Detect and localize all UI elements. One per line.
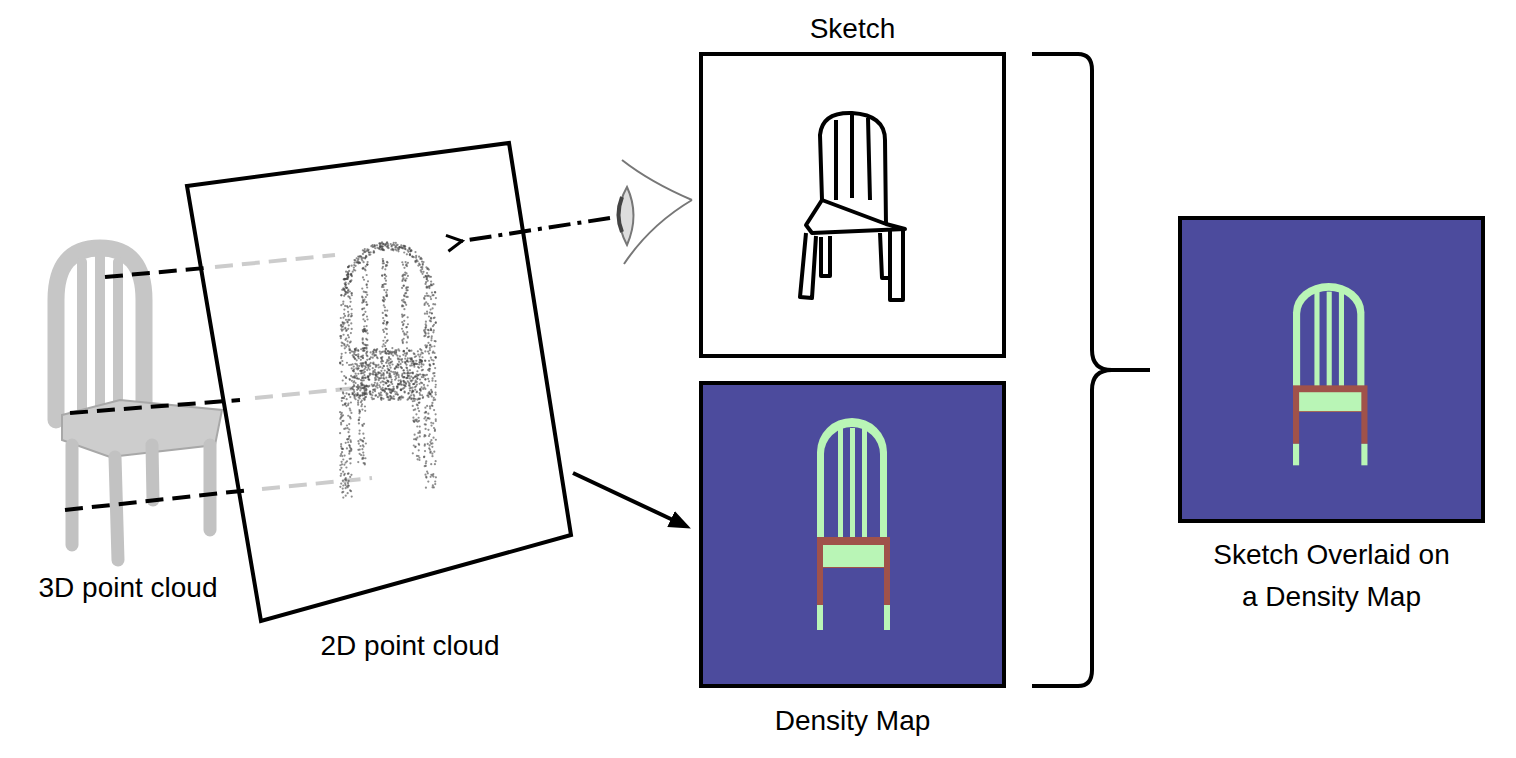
chair-3d [56, 248, 222, 560]
density-chair [817, 418, 890, 630]
density-map-panel: Density Map [699, 381, 1006, 688]
point-cloud-2d [339, 241, 437, 498]
eye-symbol [619, 160, 693, 264]
caption-text: 2D point cloud [218, 630, 602, 662]
overlay-panel: Sketch Overlaid on a Density Map [1178, 216, 1485, 523]
figure-label: 3D point cloud [0, 572, 278, 604]
sketch-chair [800, 113, 905, 300]
projection-arrow [573, 473, 673, 520]
plane-outline [187, 143, 571, 621]
sketch-panel: Sketch [699, 52, 1006, 358]
bracket [1032, 54, 1150, 686]
density-chair [1293, 283, 1367, 465]
caption-text: Sketch [703, 13, 1002, 45]
view-arrow [462, 218, 610, 241]
caption-text: Sketch Overlaid on a Density Map [1212, 534, 1452, 618]
projection-plane: 2D point cloud [187, 143, 571, 621]
label-holder: 3D point cloud [0, 572, 278, 604]
caption-text: Density Map [703, 705, 1002, 737]
